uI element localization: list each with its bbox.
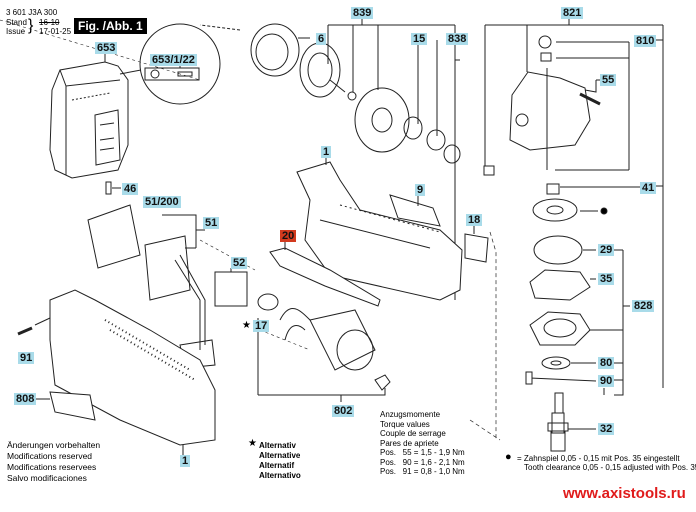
part-label-55[interactable]: 55	[600, 74, 617, 86]
torque-line-es: Pares de apriete	[380, 438, 439, 448]
baffle-part	[354, 87, 461, 164]
part-label-808[interactable]: 808	[14, 393, 37, 405]
part-label-35[interactable]: 35	[598, 273, 615, 285]
part-label-653-1-22[interactable]: 653/1/22	[150, 54, 197, 66]
torque-line-en: Torque values	[380, 419, 430, 429]
motor-part	[279, 308, 391, 391]
part-label-802[interactable]: 802	[332, 405, 355, 417]
part-label-1-top[interactable]: 1	[321, 146, 332, 158]
torque-value-pos-90: Pos. 90 = 1,6 - 2,1 Nm	[380, 457, 465, 467]
switch-module-part	[87, 204, 216, 369]
spindle-part	[547, 392, 596, 452]
part-label-91[interactable]: 91	[18, 352, 35, 364]
part-label-29[interactable]: 29	[598, 244, 615, 256]
part-number: 3 601 J3A 300	[6, 8, 58, 17]
part-label-6[interactable]: 6	[316, 33, 327, 45]
torque-value-pos-55: Pos. 55 = 1,5 - 1,9 Nm	[380, 448, 465, 457]
part-label-41[interactable]: 41	[640, 182, 657, 194]
part-label-51-200[interactable]: 51/200	[143, 196, 181, 208]
part-label-828[interactable]: 828	[632, 300, 655, 312]
part-label-839[interactable]: 839	[351, 7, 374, 19]
alternative-line-fr: Alternatif	[259, 461, 295, 470]
part-label-1-bottom[interactable]: 1	[180, 455, 191, 467]
stand-value: 16-10	[39, 18, 60, 27]
part-label-80[interactable]: 80	[598, 357, 615, 369]
issue-label: Issue	[6, 27, 26, 36]
part-label-821[interactable]: 821	[561, 7, 584, 19]
torque-line-de: Anzugsmomente	[380, 410, 441, 419]
modifications-line-de: Änderungen vorbehalten	[7, 440, 101, 450]
stand-label: Stand	[6, 18, 27, 27]
torque-value-pos-91: Pos. 91 = 0,8 - 1,0 Nm	[380, 467, 465, 476]
issue-value: 17-01-25	[39, 27, 72, 36]
part-label-653[interactable]: 653	[95, 42, 118, 54]
clearance-dot-icon: ●	[505, 451, 512, 463]
alternative-line-es: Alternativo	[259, 471, 301, 480]
torque-line-fr: Couple de serrage	[380, 429, 446, 438]
battery-pack-part	[49, 52, 129, 179]
gear-housing-part	[509, 68, 591, 170]
alternative-line-de: Alternativ	[259, 441, 296, 450]
alternative-legend-star-icon: ★	[248, 438, 257, 449]
modifications-note: Änderungen vorbehalten Modifications res…	[7, 440, 100, 484]
housing-shell-part	[49, 289, 216, 455]
part-label-32[interactable]: 32	[598, 423, 615, 435]
alternative-line-en: Alternative	[259, 451, 301, 460]
website-link[interactable]: www.axistools.ru	[563, 485, 686, 502]
part-label-17[interactable]: 17	[253, 320, 270, 332]
brace-icon: }	[28, 17, 34, 34]
part-label-51[interactable]: 51	[203, 217, 220, 229]
torque-values-note: Anzugsmomente Torque values Couple de se…	[380, 410, 465, 477]
part-label-18[interactable]: 18	[466, 214, 483, 226]
alternative-legend: Alternativ Alternative Alternatif Altern…	[259, 441, 301, 481]
figure-label: Fig. /Abb. 1	[74, 18, 147, 34]
cover-part-6	[199, 23, 310, 77]
modifications-line-en: Modifications reserved	[7, 451, 93, 461]
modifications-line-es: Salvo modificaciones	[7, 473, 87, 483]
part-label-810[interactable]: 810	[634, 35, 657, 47]
part-label-838[interactable]: 838	[446, 33, 469, 45]
clearance-note-en: Tooth clearance 0,05 - 0,15 adjusted wit…	[524, 463, 696, 472]
alternative-star-icon: ★	[242, 320, 251, 331]
modifications-line-fr: Modifications reservees	[7, 462, 97, 472]
motor-housing-part	[296, 155, 463, 301]
part-label-52[interactable]: 52	[231, 257, 248, 269]
part-label-9[interactable]: 9	[415, 184, 426, 196]
part-label-20-highlighted[interactable]: 20	[280, 230, 297, 242]
part-label-90[interactable]: 90	[598, 375, 615, 387]
clearance-note-de: = Zahnspiel 0,05 - 0,15 mit Pos. 35 eing…	[517, 454, 680, 463]
part-label-46[interactable]: 46	[122, 183, 139, 195]
part-label-15[interactable]: 15	[411, 33, 428, 45]
